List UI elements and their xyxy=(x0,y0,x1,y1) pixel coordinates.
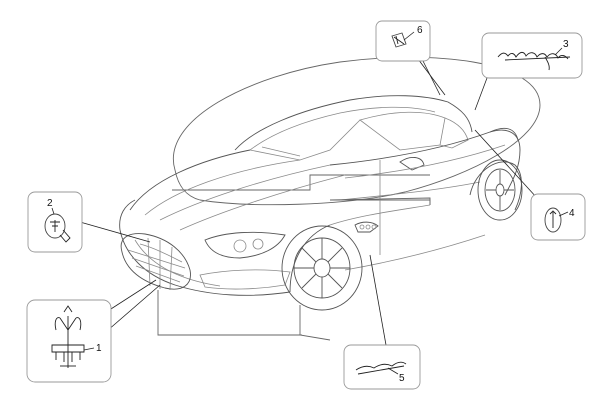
leader-lines xyxy=(79,54,549,346)
callout-number-2: 2 xyxy=(47,198,53,209)
part-2-callout: 2 xyxy=(27,191,83,253)
part-3-callout: 3 xyxy=(481,32,583,79)
callout-number-5: 5 xyxy=(399,373,405,384)
body-outline-oval xyxy=(172,56,541,206)
part-4-callout: 4 xyxy=(530,193,586,241)
front-wheel xyxy=(281,225,363,311)
grille-highlight-bracket xyxy=(157,197,431,341)
callout-number-1: 1 xyxy=(96,343,102,354)
callout-number-4: 4 xyxy=(569,208,575,219)
car-illustration xyxy=(119,95,523,311)
part-6-callout: 6 xyxy=(375,20,431,62)
callout-number-6: 6 xyxy=(417,25,423,36)
part-1-callout: 1 xyxy=(26,299,112,383)
part-5-callout: 5 xyxy=(343,344,421,390)
rear-wheel xyxy=(477,159,523,221)
callout-number-3: 3 xyxy=(563,39,569,50)
